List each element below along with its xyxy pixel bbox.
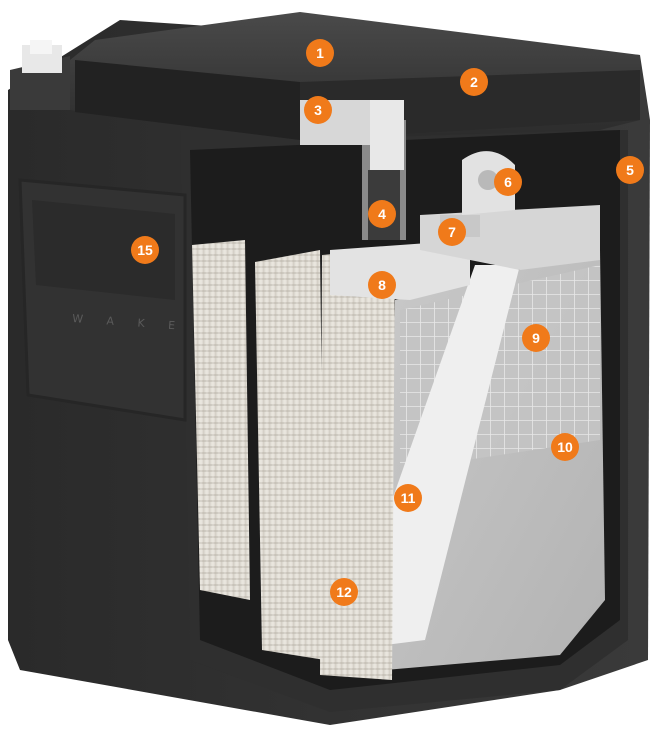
svg-text:6: 6	[504, 174, 512, 190]
callout-12: 12	[330, 578, 358, 606]
svg-text:10: 10	[557, 439, 573, 455]
callout-5: 5	[616, 156, 644, 184]
callout-2: 2	[460, 68, 488, 96]
callout-1: 1	[306, 39, 334, 67]
svg-text:9: 9	[532, 330, 540, 346]
callout-8: 8	[368, 271, 396, 299]
svg-text:12: 12	[336, 584, 352, 600]
callout-7: 7	[438, 218, 466, 246]
callout-10: 10	[551, 433, 579, 461]
svg-text:2: 2	[470, 74, 478, 90]
cutaway-interior	[190, 100, 620, 690]
svg-text:3: 3	[314, 102, 322, 118]
svg-text:15: 15	[137, 242, 153, 258]
case-side-panel: W A K E	[20, 180, 185, 420]
svg-text:4: 4	[378, 206, 386, 222]
svg-text:11: 11	[401, 490, 416, 506]
callout-3: 3	[304, 96, 332, 124]
callout-6: 6	[494, 168, 522, 196]
callout-11: 11	[394, 484, 422, 512]
callout-9: 9	[522, 324, 550, 352]
callout-4: 4	[368, 200, 396, 228]
svg-text:7: 7	[448, 224, 456, 240]
callout-15: 15	[131, 236, 159, 264]
svg-text:5: 5	[626, 162, 634, 178]
svg-text:8: 8	[378, 277, 386, 293]
svg-text:1: 1	[316, 45, 324, 61]
